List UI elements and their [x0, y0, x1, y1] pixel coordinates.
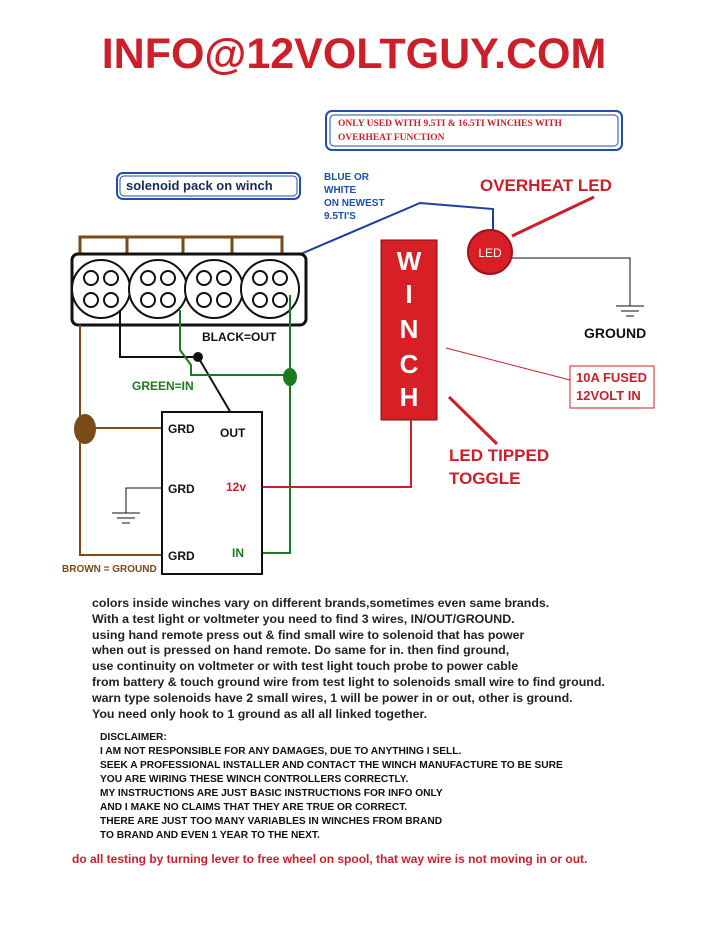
solenoid-pack-box-outer — [116, 172, 301, 200]
instruction-line: use continuity on voltmeter or with test… — [92, 659, 519, 674]
instructions-text: colors inside winches vary on different … — [92, 596, 692, 722]
disclaimer-line: THERE ARE JUST TOO MANY VARIABLES IN WIN… — [100, 816, 443, 827]
instruction-line: colors inside winches vary on different … — [92, 596, 550, 610]
green-in-wire — [179, 310, 291, 554]
controller-box — [161, 411, 263, 575]
header-email: INFO@12VOLTGUY.COM — [102, 30, 607, 78]
fused-box — [569, 365, 655, 409]
black-out-label: BLACK=OUT — [202, 330, 277, 344]
fused-pointer — [445, 347, 571, 381]
controller-grd-top: GRD — [168, 422, 195, 436]
toggle-pointer — [447, 395, 499, 446]
controller-grd-mid: GRD — [168, 482, 195, 496]
black-splice — [193, 352, 203, 362]
disclaimer-line: SEEK A PROFESSIONAL INSTALLER AND CONTAC… — [100, 760, 563, 771]
led-ground-wire — [512, 257, 631, 306]
led-toggle-line1: LED TIPPED — [449, 446, 549, 465]
controller-out: OUT — [220, 426, 246, 440]
fused-line1: 10A FUSED — [576, 370, 647, 385]
instruction-line: You need only hook to 1 ground as all al… — [92, 706, 428, 721]
blue-wire-label-3: ON NEWEST — [324, 198, 385, 209]
footer-note: do all testing by turning lever to free … — [72, 852, 588, 866]
winch-letter-h: H — [400, 382, 419, 412]
disclaimer-line: AND I MAKE NO CLAIMS THAT THEY ARE TRUE … — [100, 802, 408, 813]
brown-ground-label: BROWN = GROUND — [62, 564, 157, 575]
blue-wire-label-1: BLUE OR — [324, 172, 370, 183]
disclaimer-line: TO BRAND AND EVEN 1 YEAR TO THE NEXT. — [100, 830, 320, 841]
mid-ground-wire — [125, 487, 162, 513]
green-splice — [283, 368, 297, 386]
brown-splice — [74, 414, 96, 444]
red-12v-wire — [262, 420, 412, 488]
controller-grd-bottom: GRD — [168, 549, 195, 563]
blue-wire — [295, 201, 494, 257]
instruction-line: warn type solenoids have 2 small wires, … — [92, 690, 573, 705]
green-in-label: GREEN=IN — [132, 379, 194, 393]
overheat-note-line2: OVERHEAT FUNCTION — [338, 133, 445, 143]
winch-letter-w: W — [397, 246, 422, 276]
black-out-wire — [119, 310, 239, 426]
overheat-note-box-inner — [329, 114, 619, 147]
led-circle — [467, 229, 513, 275]
winch-letter-i: I — [405, 279, 412, 309]
solenoid-pack-label: solenoid pack on winch — [126, 178, 273, 193]
instruction-line: With a test light or voltmeter you need … — [92, 611, 515, 626]
instruction-line: from battery & touch ground wire from te… — [92, 674, 605, 689]
controller-in: IN — [232, 546, 244, 560]
wiring-diagram: INFO@12VOLTGUY.COM ONLY USED WITH 9.5TI … — [62, 30, 655, 575]
overheat-led-label: OVERHEAT LED — [480, 176, 612, 195]
winch-box — [380, 239, 438, 421]
overheat-note-box-outer — [325, 110, 623, 151]
winch-letter-c: C — [400, 349, 419, 379]
solenoid-terminals — [71, 259, 300, 319]
solenoid-pack-box-inner — [119, 175, 298, 197]
disclaimer-line: MY INSTRUCTIONS ARE JUST BASIC INSTRUCTI… — [100, 788, 443, 799]
blue-wire-label-4: 9.5TI'S — [324, 211, 356, 222]
fused-line2: 12VOLT IN — [576, 388, 641, 403]
ground-symbol-left — [112, 512, 140, 524]
controller-12v: 12v — [226, 480, 246, 494]
brown-ground-wire — [79, 325, 162, 556]
blue-wire-label-2: WHITE — [324, 185, 357, 196]
disclaimer-line: I AM NOT RESPONSIBLE FOR ANY DAMAGES, DU… — [100, 746, 462, 757]
winch-letter-n: N — [400, 314, 419, 344]
led-toggle-line2: TOGGLE — [449, 469, 520, 488]
overheat-led-pointer — [511, 195, 595, 238]
ground-symbol-right — [616, 305, 644, 317]
disclaimer-line: YOU ARE WIRING THESE WINCH CONTROLLERS C… — [100, 774, 409, 785]
disclaimer-line: DISCLAIMER: — [100, 732, 167, 743]
ground-right-label: GROUND — [584, 325, 646, 341]
led-label: LED — [478, 246, 502, 260]
disclaimer: DISCLAIMER: I AM NOT RESPONSIBLE FOR ANY… — [100, 731, 680, 843]
instruction-line: using hand remote press out & find small… — [92, 627, 525, 642]
instruction-line: when out is pressed on hand remote. Do s… — [92, 643, 510, 658]
overheat-note-line1: ONLY USED WITH 9.5TI & 16.5TI WINCHES WI… — [338, 119, 563, 129]
